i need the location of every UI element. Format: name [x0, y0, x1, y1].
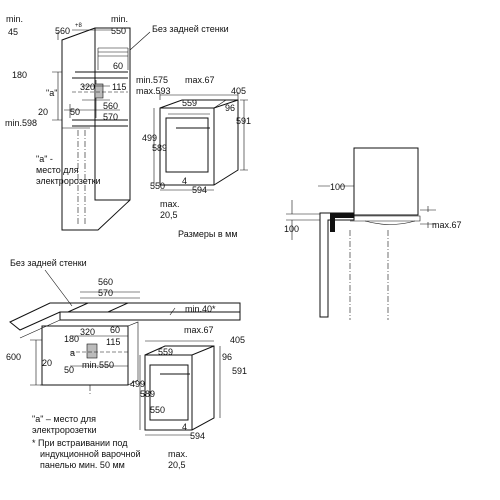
label-right-max67: max.67 — [432, 220, 462, 230]
label-594: 594 — [192, 185, 207, 195]
label-560-mid: 560 — [103, 101, 118, 111]
label-b60: 60 — [110, 325, 120, 335]
under-counter-drawing — [9, 291, 241, 395]
label-no-back-wall-2: Без задней стенки — [10, 258, 87, 268]
section-detail — [286, 147, 436, 320]
label-note3c: панелью мин. 50 мм — [40, 460, 125, 470]
label-499: 499 — [142, 133, 157, 143]
label-b560: 560 — [98, 277, 113, 287]
label-b320: 320 — [80, 327, 95, 337]
label-559: 559 — [182, 98, 197, 108]
label-max593: max.593 — [136, 86, 171, 96]
tall-cabinet-drawing — [52, 27, 131, 231]
label-b20: 20 — [42, 358, 52, 368]
label-max67: max.67 — [185, 75, 215, 85]
label-note3a: * При встраивании под — [32, 438, 128, 448]
label-45: 45 — [8, 27, 18, 37]
label-min45-a: min. — [6, 14, 23, 24]
label-b4: 4 — [182, 422, 187, 432]
label-4: 4 — [182, 176, 187, 186]
label-note2a: "a" – место для — [32, 414, 96, 424]
label-ba: a — [70, 348, 75, 358]
oven-drawing-2 — [139, 340, 221, 436]
label-115: 115 — [112, 82, 126, 92]
label-96: 96 — [225, 103, 235, 113]
label-b205: 20,5 — [168, 460, 186, 470]
label-550-oven: 550 — [150, 181, 165, 191]
label-550: 550 — [111, 26, 126, 36]
label-570: 570 — [103, 112, 118, 122]
label-b115: 115 — [106, 337, 120, 347]
label-a-niche: "a" — [46, 88, 57, 98]
label-205: 20,5 — [160, 210, 178, 220]
label-a-note3: электророзетки — [36, 176, 101, 186]
label-b600: 600 — [6, 352, 21, 362]
label-20: 20 — [38, 107, 48, 117]
leader-no-back-wall-2 — [44, 269, 73, 307]
label-b591: 591 — [232, 366, 247, 376]
label-no-back-wall: Без задней стенки — [152, 24, 229, 34]
label-b499: 499 — [130, 379, 145, 389]
label-320: 320 — [80, 82, 95, 92]
label-right-100a: 100 — [330, 182, 345, 192]
oven-drawing-1 — [153, 92, 248, 191]
label-589: 589 — [152, 143, 167, 153]
label-50: 50 — [70, 107, 80, 117]
label-right-100b: 100 — [284, 224, 299, 234]
label-star-8: +8 — [75, 23, 83, 29]
label-b570: 570 — [98, 288, 113, 298]
label-min598: min.598 — [5, 118, 37, 128]
label-b559: 559 — [158, 347, 173, 357]
label-min550-a: min. — [111, 14, 128, 24]
label-180: 180 — [12, 70, 27, 80]
label-560-top: 560 — [55, 26, 70, 36]
label-bmax67: max.67 — [184, 325, 214, 335]
label-a-note1: "a" - — [36, 154, 53, 164]
label-b550: 550 — [150, 405, 165, 415]
label-bmin550: min.550 — [82, 360, 114, 370]
label-note3b: индукционной варочной — [40, 449, 141, 459]
leader-no-back-wall — [129, 31, 151, 51]
label-b405: 405 — [230, 335, 245, 345]
label-b50: 50 — [64, 365, 74, 375]
label-b180: 180 — [64, 334, 79, 344]
label-bmin40: min.40* — [185, 304, 216, 314]
label-b589: 589 — [140, 389, 155, 399]
label-bmax205: max. — [168, 449, 188, 459]
label-60: 60 — [113, 61, 123, 71]
label-min575: min.575 — [136, 75, 168, 85]
label-b96: 96 — [222, 352, 232, 362]
label-max-205: max. — [160, 199, 180, 209]
label-units: Размеры в мм — [178, 229, 238, 239]
label-a-note2: место для — [36, 165, 79, 175]
label-note2b: электророзетки — [32, 425, 97, 435]
label-405: 405 — [231, 86, 246, 96]
label-b594: 594 — [190, 431, 205, 441]
label-591: 591 — [236, 116, 251, 126]
